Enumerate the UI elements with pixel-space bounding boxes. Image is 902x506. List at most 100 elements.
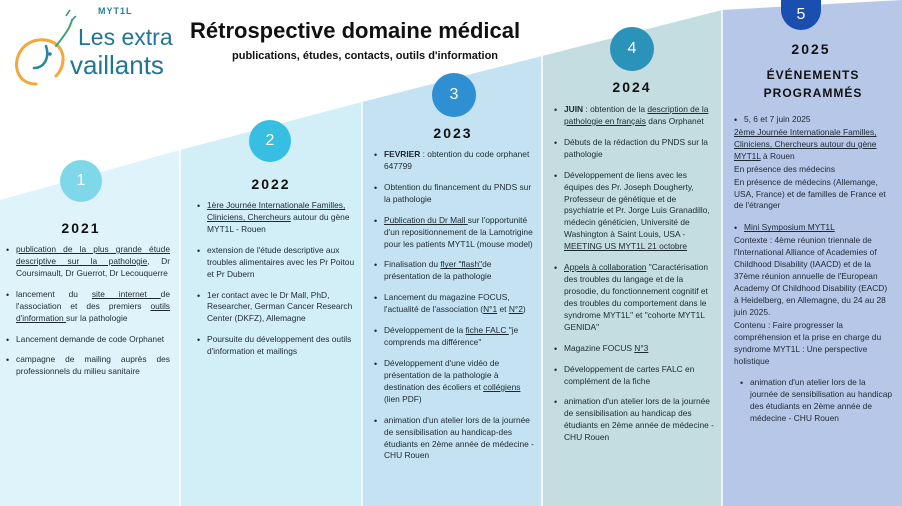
inline-text: 1er contact avec le Dr Mall, PhD, Resear… (207, 289, 353, 324)
list-2025-a: 5, 6 et 7 juin 2025 (734, 114, 894, 127)
list-item: Poursuite du développement des outils d'… (197, 334, 357, 358)
milestone-4-number: 4 (627, 40, 637, 57)
milestone-2-circle: 2 (249, 120, 291, 162)
list-2021: publication de la plus grande étude desc… (6, 244, 170, 378)
inline-text: : obtention du code orphanet 647799 (384, 149, 530, 171)
milestone-3-circle: 3 (432, 73, 476, 117)
list-item: Publication du Dr Mall sur l'opportunité… (374, 215, 536, 251)
inline-text: En présence de médecins (Allemange, USA,… (734, 176, 886, 211)
inline-text: (lien PDF) (384, 393, 422, 404)
list-item: animation d'un atelier lors de la journé… (374, 415, 536, 463)
inline-text: "Caractérisation des troubles du langage… (564, 262, 709, 332)
inline-link[interactable]: flyer "flash" (440, 259, 483, 270)
list-2023: FEVRIER : obtention du code orphanet 647… (374, 149, 536, 462)
inline-text: Débuts de la rédaction du PNDS sur la pa… (564, 136, 708, 159)
column-2022: 1ère Journée Internationale Familles, Cl… (197, 200, 357, 367)
inline-text: de présentation de la pathologie (384, 259, 492, 282)
list-item: Débuts de la rédaction du PNDS sur la pa… (554, 137, 716, 161)
inline-link[interactable]: 1ère Journée Internationale Familles, Cl… (207, 200, 346, 222)
inline-text: Contexte : 4ème réunion triennale de l'I… (734, 235, 888, 317)
event-detail-line: En présence des médecins (734, 164, 894, 176)
inline-link[interactable]: N°3 (634, 342, 649, 353)
inline-text: En présence des médecins (734, 163, 836, 174)
inline-text: dans Orphanet (645, 115, 704, 126)
logo-line-2: vaillants (70, 50, 164, 80)
logo-tag: MYT1L (98, 6, 133, 16)
inline-link[interactable]: Publication du Dr Mall (384, 214, 468, 225)
milestone-1-circle: 1 (60, 160, 102, 202)
event-detail-line: 2ème Journée Internationale Familles, Cl… (734, 127, 894, 163)
list-item: 1er contact avec le Dr Mall, PhD, Resear… (197, 290, 357, 326)
list-2025-c: animation d'un atelier lors de la journé… (734, 377, 894, 425)
list-item: Développement d'une vidéo de présentatio… (374, 358, 536, 406)
brand-logo: MYT1L Les extra vaillants (6, 6, 176, 90)
list-2022: 1ère Journée Internationale Familles, Cl… (197, 200, 357, 358)
inline-link[interactable]: 2ème Journée Internationale Familles, Cl… (734, 126, 877, 161)
inline-text: sur la pathologie (66, 312, 128, 323)
inline-text: campagne de mailing auprès des professio… (16, 354, 170, 377)
symposium-link[interactable]: Mini Symposium MYT1L (744, 222, 835, 233)
inline-link[interactable]: N°2 (508, 304, 523, 315)
list-item: Développement de liens avec les équipes … (554, 170, 716, 253)
inline-link[interactable]: description de la pathologie en français (564, 104, 709, 126)
list-item: Obtention du financement du PNDS sur la … (374, 182, 536, 206)
list-item: publication de la plus grande étude desc… (6, 244, 170, 280)
inline-text: Développement d'une vidéo de présentatio… (384, 357, 500, 392)
inline-link[interactable]: N°1 (483, 304, 498, 315)
list-item: Finalisation du flyer "flash"de présenta… (374, 259, 536, 283)
logo-line-1: Les extra (78, 24, 173, 50)
inline-text: Obtention du financement du PNDS sur la … (384, 181, 532, 204)
inline-text: à Rouen (760, 150, 795, 161)
inline-text: Finalisation du (384, 259, 441, 270)
event-detail-line: Contenu : Faire progresser la compréhens… (734, 320, 894, 368)
list-item: campagne de mailing auprès des professio… (6, 354, 170, 378)
milestone-4-circle: 4 (610, 27, 654, 71)
inline-text: JUIN (564, 104, 584, 114)
list-item: Lancement demande de code Orphanet (6, 334, 170, 347)
milestone-1-year: 2021 (61, 220, 101, 236)
inline-text: Développement de liens avec les équipes … (564, 169, 710, 240)
inline-text: animation d'un atelier lors de la journé… (384, 414, 534, 461)
list-item: 1ère Journée Internationale Familles, Cl… (197, 200, 357, 236)
milestone-3-number: 3 (449, 86, 459, 103)
list-item: 5, 6 et 7 juin 2025 (734, 114, 894, 127)
column-2024: JUIN : obtention de la description de la… (554, 104, 716, 453)
inline-text: de l'association et des premiers (16, 288, 170, 311)
milestone-4-year: 2024 (612, 79, 652, 95)
milestone-5-year: 2025 (791, 41, 831, 57)
event-2-details: Contexte : 4ème réunion triennale de l'I… (734, 235, 894, 367)
milestone-3-year: 2023 (433, 125, 473, 141)
column-2025: 5, 6 et 7 juin 2025 2ème Journée Interna… (734, 114, 894, 434)
inline-link[interactable]: MEETING US MYT1L 21 octobre (564, 241, 688, 252)
inline-text: Magazine FOCUS (564, 342, 635, 353)
inline-text: , Dr Coursimault, Dr Guerrot, Dr Lecouqu… (16, 255, 170, 278)
inline-link[interactable]: site internet (91, 288, 161, 299)
column-1-band (0, 150, 180, 506)
inline-text: animation d'un atelier lors de la journé… (564, 396, 714, 443)
page-title: Rétrospective domaine médical (190, 18, 521, 43)
inline-text: FEVRIER (384, 149, 421, 159)
event-detail-line: Contexte : 4ème réunion triennale de l'I… (734, 235, 894, 318)
elephant-icon (15, 9, 77, 86)
inline-link[interactable]: outils d'information (16, 300, 170, 323)
inline-text: Développement de la (384, 325, 466, 336)
list-item: Mini Symposium MYT1L (734, 222, 894, 235)
inline-link[interactable]: publication de la plus grande étude desc… (16, 244, 170, 266)
list-item: FEVRIER : obtention du code orphanet 647… (374, 149, 536, 173)
page-subtitle: publications, études, contacts, outils d… (232, 50, 499, 62)
milestone-1-number: 1 (76, 172, 86, 189)
inline-text: extension de l'étude descriptive aux tro… (207, 244, 355, 279)
inline-text: : obtention de la (583, 104, 648, 114)
list-item: animation d'un atelier lors de la journé… (554, 396, 716, 444)
inline-link[interactable]: collégiens (483, 381, 521, 392)
inline-link[interactable]: fiche FALC (465, 325, 509, 336)
event-detail-line: En présence de médecins (Allemange, USA,… (734, 177, 894, 213)
list-2024: JUIN : obtention de la description de la… (554, 104, 716, 444)
events-title: ÉVÉNEMENTS PROGRAMMÉS (763, 68, 863, 100)
inline-link[interactable]: Appels à collaboration (564, 262, 647, 273)
milestone-5-number: 5 (796, 6, 806, 23)
list-item: Lancement du magazine FOCUS, l'actualité… (374, 292, 536, 316)
column-2023: FEVRIER : obtention du code orphanet 647… (374, 149, 536, 471)
inline-text: et (497, 304, 509, 315)
list-item: Magazine FOCUS N°3 (554, 342, 716, 356)
